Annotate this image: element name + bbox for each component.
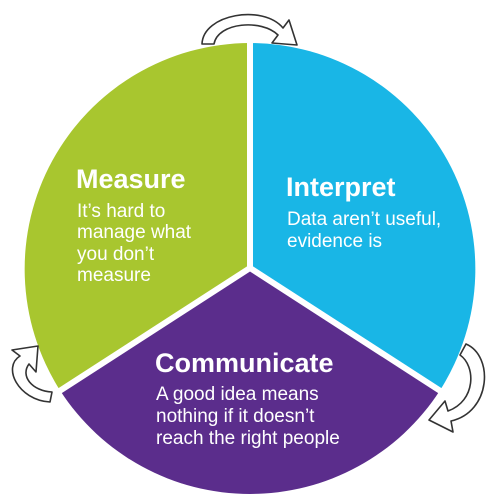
interpret-body-line-2: evidence is (287, 231, 382, 252)
left-cycle-arrow (11, 345, 53, 403)
right-cycle-arrow (428, 343, 486, 433)
communicate-body-line-2: nothing if it doesn’t (156, 406, 315, 427)
measure-body-line-1: It’s hard to (77, 201, 165, 222)
communicate-title: Communicate (155, 348, 334, 378)
interpret-title: Interpret (286, 172, 396, 202)
measure-body-line-3: you don’t (77, 244, 155, 265)
communicate-body-line-3: reach the right people (156, 428, 340, 449)
curved-arrow-clockwise-icon (11, 345, 53, 403)
measure-body-line-2: manage what (77, 222, 192, 243)
interpret-body-line-1: Data aren’t useful, (287, 209, 441, 230)
measure-body-line-4: measure (77, 265, 151, 286)
communicate-segment (60, 268, 440, 494)
curved-arrow-clockwise-icon (201, 13, 298, 46)
segment-dividers (56, 40, 444, 395)
communicate-body-line-1: A good idea means (156, 384, 319, 405)
curved-arrow-clockwise-icon (428, 343, 486, 433)
top-cycle-arrow (201, 13, 298, 46)
measure-title: Measure (76, 164, 186, 194)
